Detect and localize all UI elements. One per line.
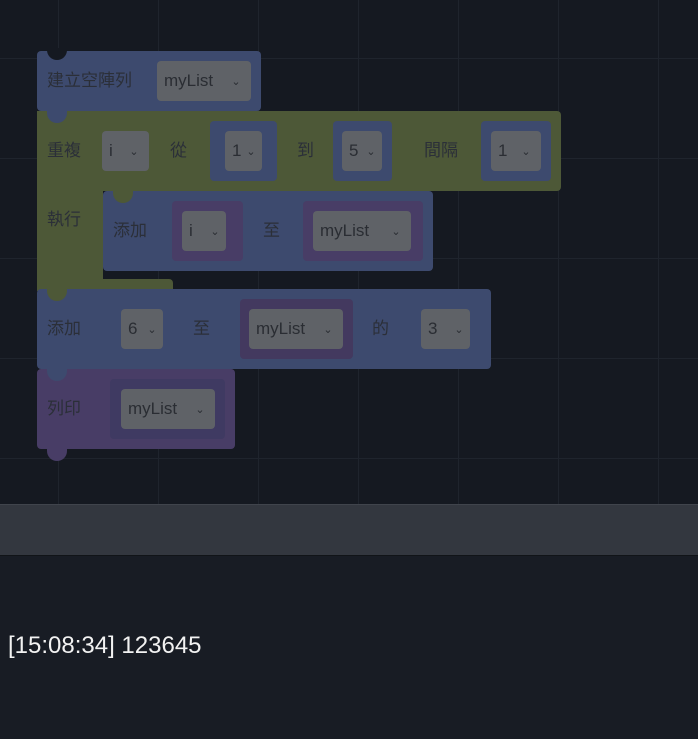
print-block[interactable]: 列印 myList⌄ (37, 369, 235, 461)
list-variable-dropdown[interactable]: myList⌄ (121, 389, 215, 429)
block-notch (47, 111, 67, 123)
chevron-down-icon: ⌄ (210, 225, 220, 238)
to-label: 至 (193, 319, 210, 338)
chevron-down-icon: ⌄ (129, 145, 139, 158)
from-value-dropdown[interactable]: 1⌄ (225, 131, 262, 171)
block-notch (47, 369, 67, 381)
insert-at-index-block[interactable]: 添加 6⌄ 至 myList⌄ 的 3⌄ (37, 289, 491, 369)
chevron-down-icon: ⌄ (231, 75, 241, 88)
list-variable-dropdown[interactable]: myList⌄ (249, 309, 343, 349)
create-list-block[interactable]: 建立空陣列 myList⌄ (37, 48, 261, 111)
to-value-dropdown[interactable]: 5⌄ (342, 131, 382, 171)
add-to-list-block[interactable]: 添加 i⌄ 至 myList⌄ (103, 191, 433, 271)
block-notch-bottom (47, 449, 67, 461)
to-label: 至 (263, 221, 280, 240)
chevron-down-icon: ⌄ (323, 323, 333, 336)
chevron-down-icon: ⌄ (246, 145, 256, 158)
chevron-down-icon: ⌄ (147, 323, 157, 336)
of-label: 的 (372, 319, 389, 338)
chevron-down-icon: ⌄ (521, 145, 531, 158)
chevron-down-icon: ⌄ (391, 225, 401, 238)
panel-divider[interactable] (0, 504, 698, 556)
index-dropdown[interactable]: 3⌄ (421, 309, 470, 349)
step-label: 間隔 (424, 141, 458, 160)
chevron-down-icon: ⌄ (195, 403, 205, 416)
block-notch (47, 48, 67, 60)
repeat-block[interactable]: 重複 i⌄ 從 1⌄ 到 5⌄ 間隔 1⌄ 執行 (37, 111, 561, 291)
block-notch (113, 191, 133, 203)
do-label: 執行 (47, 210, 81, 229)
add-label: 添加 (113, 221, 147, 240)
create-list-label: 建立空陣列 (47, 71, 132, 90)
console-output-line: [15:08:34] 123645 (8, 632, 202, 659)
to-label: 到 (297, 141, 314, 160)
chevron-down-icon: ⌄ (366, 145, 376, 158)
repeat-label: 重複 (47, 141, 81, 160)
block-workspace[interactable]: 建立空陣列 myList⌄ 重複 i⌄ 從 1⌄ 到 5⌄ 間隔 1⌄ 執行 添… (0, 0, 698, 504)
list-variable-dropdown[interactable]: myList⌄ (157, 61, 251, 101)
block-notch (47, 289, 67, 301)
from-label: 從 (170, 141, 187, 160)
print-label: 列印 (47, 399, 81, 418)
add-label: 添加 (47, 319, 81, 338)
value-dropdown[interactable]: 6⌄ (121, 309, 163, 349)
value-variable-dropdown[interactable]: i⌄ (182, 211, 226, 251)
list-variable-dropdown[interactable]: myList⌄ (313, 211, 411, 251)
loop-variable-dropdown[interactable]: i⌄ (102, 131, 149, 171)
chevron-down-icon: ⌄ (454, 323, 464, 336)
step-value-dropdown[interactable]: 1⌄ (491, 131, 541, 171)
